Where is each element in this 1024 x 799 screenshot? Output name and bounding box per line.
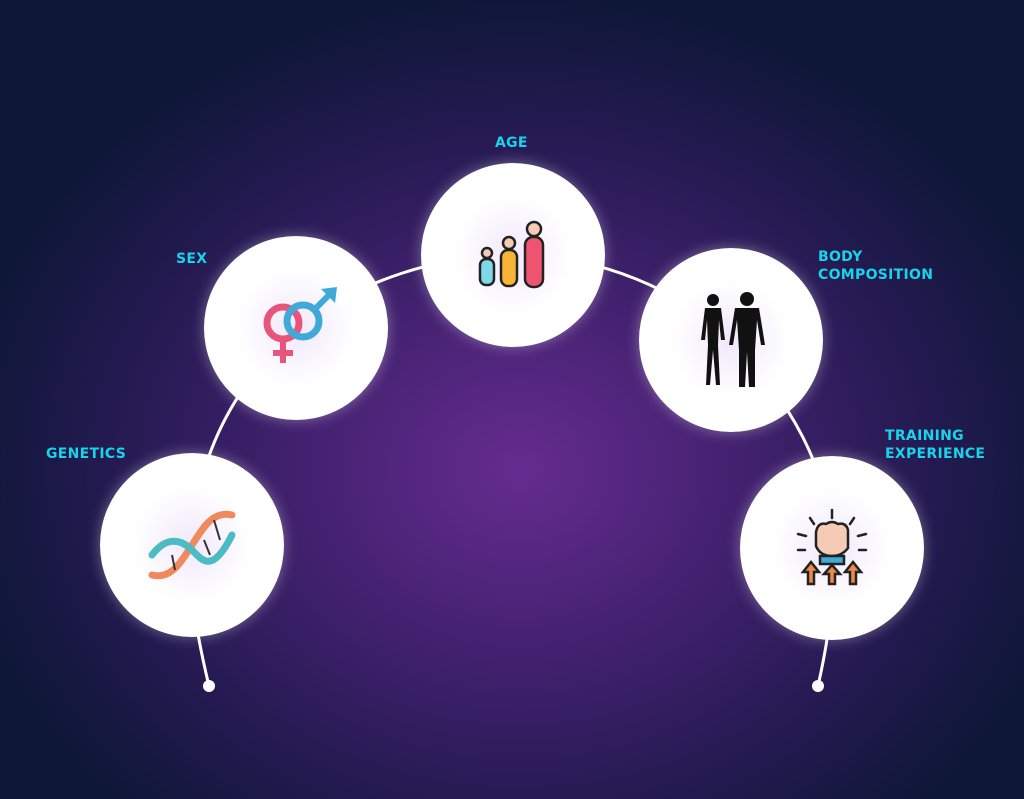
dna-icon [148, 510, 236, 580]
training-experience-label: TRAINING EXPERIENCE [885, 427, 985, 463]
label-line: BODY [818, 249, 863, 265]
raised-fist-arrows-icon [796, 508, 868, 586]
family-ages-icon [478, 220, 545, 289]
genetics-node [100, 453, 284, 637]
label-line: COMPOSITION [818, 267, 934, 283]
arc-end-dot-right [812, 680, 824, 692]
body-composition-node [639, 248, 823, 432]
age-label: AGE [495, 135, 528, 151]
gender-symbols-icon [263, 287, 337, 363]
training-experience-node [740, 456, 924, 640]
age-node [421, 163, 605, 347]
sex-label: SEX [176, 251, 208, 267]
sex-node [204, 236, 388, 420]
body-silhouettes-icon [701, 292, 765, 387]
body-composition-label: BODY COMPOSITION [818, 248, 933, 284]
label-line: TRAINING [885, 428, 964, 444]
label-line: EXPERIENCE [885, 446, 986, 462]
arc-end-dot-left [203, 680, 215, 692]
genetics-label: GENETICS [46, 446, 127, 462]
